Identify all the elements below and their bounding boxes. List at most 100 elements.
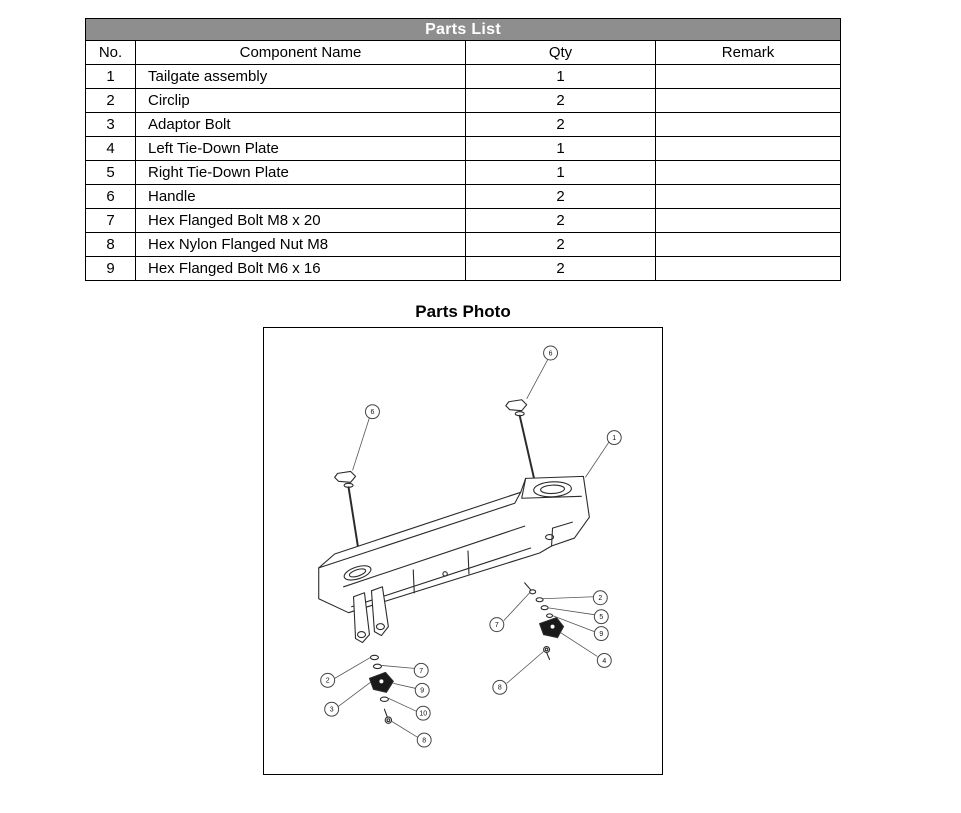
- callouts: 6 6 1 2 5 7 9: [320, 345, 622, 748]
- washer: [372, 663, 382, 670]
- cell-component-name: Hex Nylon Flanged Nut M8: [135, 232, 466, 257]
- cell-remark: [654, 208, 842, 233]
- cell-no: 7: [85, 208, 136, 233]
- cell-qty: 2: [465, 88, 656, 113]
- bolt: [529, 589, 537, 595]
- table-row: 1 Tailgate assembly 1: [85, 64, 842, 89]
- svg-text:1: 1: [612, 435, 616, 442]
- svg-text:8: 8: [422, 737, 426, 744]
- parts-list-table: Parts List No. Component Name Qty Remark…: [84, 18, 842, 281]
- cell-component-name: Circlip: [135, 88, 466, 113]
- cell-qty: 1: [465, 64, 656, 89]
- svg-text:6: 6: [371, 409, 375, 416]
- callout-8-left: 8: [416, 732, 432, 748]
- svg-text:9: 9: [599, 631, 603, 638]
- callout-2-right: 2: [592, 590, 608, 606]
- cell-qty: 2: [465, 256, 656, 281]
- table-row: 3 Adaptor Bolt 2: [85, 112, 842, 137]
- cell-no: 1: [85, 64, 136, 89]
- callout-9-left: 9: [414, 682, 430, 698]
- callout-2-left: 2: [320, 672, 336, 688]
- cell-qty: 2: [465, 208, 656, 233]
- table-title-row: Parts List: [84, 18, 842, 41]
- svg-text:2: 2: [598, 595, 602, 602]
- cell-remark: [654, 88, 842, 113]
- handle-right: [505, 399, 537, 487]
- cell-remark: [654, 256, 842, 281]
- cell-remark: [654, 64, 842, 89]
- cell-remark: [654, 232, 842, 257]
- washer: [535, 597, 544, 603]
- table-row: 9 Hex Flanged Bolt M6 x 16 2: [85, 256, 842, 281]
- bolt: [384, 716, 393, 724]
- callout-4: 4: [596, 652, 612, 668]
- callout-5: 5: [593, 609, 609, 625]
- col-header-component-name: Component Name: [135, 40, 466, 65]
- cell-component-name: Adaptor Bolt: [135, 112, 466, 137]
- table-row: 5 Right Tie-Down Plate 1: [85, 160, 842, 185]
- svg-text:6: 6: [549, 350, 553, 357]
- cell-component-name: Left Tie-Down Plate: [135, 136, 466, 161]
- cell-remark: [654, 160, 842, 185]
- cell-no: 5: [85, 160, 136, 185]
- svg-text:4: 4: [602, 658, 606, 665]
- table-row: 6 Handle 2: [85, 184, 842, 209]
- cell-component-name: Hex Flanged Bolt M6 x 16: [135, 256, 466, 281]
- washer: [369, 654, 379, 661]
- parts-photo-box: 6 6 1 2 5 7 9: [263, 327, 663, 775]
- cell-component-name: Right Tie-Down Plate: [135, 160, 466, 185]
- cell-qty: 2: [465, 184, 656, 209]
- col-header-no: No.: [85, 40, 136, 65]
- callout-1: 1: [606, 430, 622, 446]
- washer: [540, 605, 549, 611]
- tailgate-body: [318, 475, 590, 644]
- col-header-qty: Qty: [465, 40, 656, 65]
- cell-qty: 2: [465, 232, 656, 257]
- cell-qty: 1: [465, 136, 656, 161]
- cell-component-name: Hex Flanged Bolt M8 x 20: [135, 208, 466, 233]
- cell-remark: [654, 136, 842, 161]
- washer: [546, 613, 554, 619]
- cell-no: 3: [85, 112, 136, 137]
- cell-component-name: Tailgate assembly: [135, 64, 466, 89]
- cell-qty: 1: [465, 160, 656, 185]
- washer: [379, 696, 389, 702]
- bolt: [543, 645, 551, 654]
- callout-8-right: 8: [492, 679, 508, 695]
- table-row: 7 Hex Flanged Bolt M8 x 20 2: [85, 208, 842, 233]
- callout-7-left: 7: [413, 662, 429, 678]
- callout-6-left: 6: [364, 404, 380, 420]
- table-row: 8 Hex Nylon Flanged Nut M8 2: [85, 232, 842, 257]
- parts-diagram: 6 6 1 2 5 7 9: [318, 345, 622, 748]
- table-header-row: No. Component Name Qty Remark: [85, 40, 842, 65]
- cell-no: 4: [85, 136, 136, 161]
- cell-qty: 2: [465, 112, 656, 137]
- callout-3: 3: [324, 701, 340, 717]
- cell-no: 8: [85, 232, 136, 257]
- left-hardware-stack: [368, 654, 394, 724]
- svg-text:7: 7: [495, 622, 499, 629]
- svg-text:9: 9: [420, 688, 424, 695]
- cell-component-name: Handle: [135, 184, 466, 209]
- callout-7-right: 7: [489, 617, 505, 633]
- col-header-remark: Remark: [654, 40, 842, 65]
- table-row: 2 Circlip 2: [85, 88, 842, 113]
- parts-list-title: Parts List: [84, 18, 842, 41]
- leader-lines: [334, 359, 610, 738]
- svg-text:2: 2: [326, 678, 330, 685]
- callout-9-right: 9: [593, 626, 609, 642]
- table-row: 4 Left Tie-Down Plate 1: [85, 136, 842, 161]
- callout-6-right: 6: [543, 345, 559, 361]
- svg-text:10: 10: [419, 711, 427, 718]
- cell-no: 6: [85, 184, 136, 209]
- right-hardware-stack: [524, 582, 565, 661]
- cell-remark: [654, 112, 842, 137]
- cell-no: 9: [85, 256, 136, 281]
- svg-text:3: 3: [330, 707, 334, 714]
- cell-no: 2: [85, 88, 136, 113]
- svg-text:5: 5: [599, 614, 603, 621]
- cell-remark: [654, 184, 842, 209]
- parts-photo-title: Parts Photo: [415, 302, 511, 321]
- callout-10: 10: [415, 705, 431, 721]
- svg-text:8: 8: [498, 685, 502, 692]
